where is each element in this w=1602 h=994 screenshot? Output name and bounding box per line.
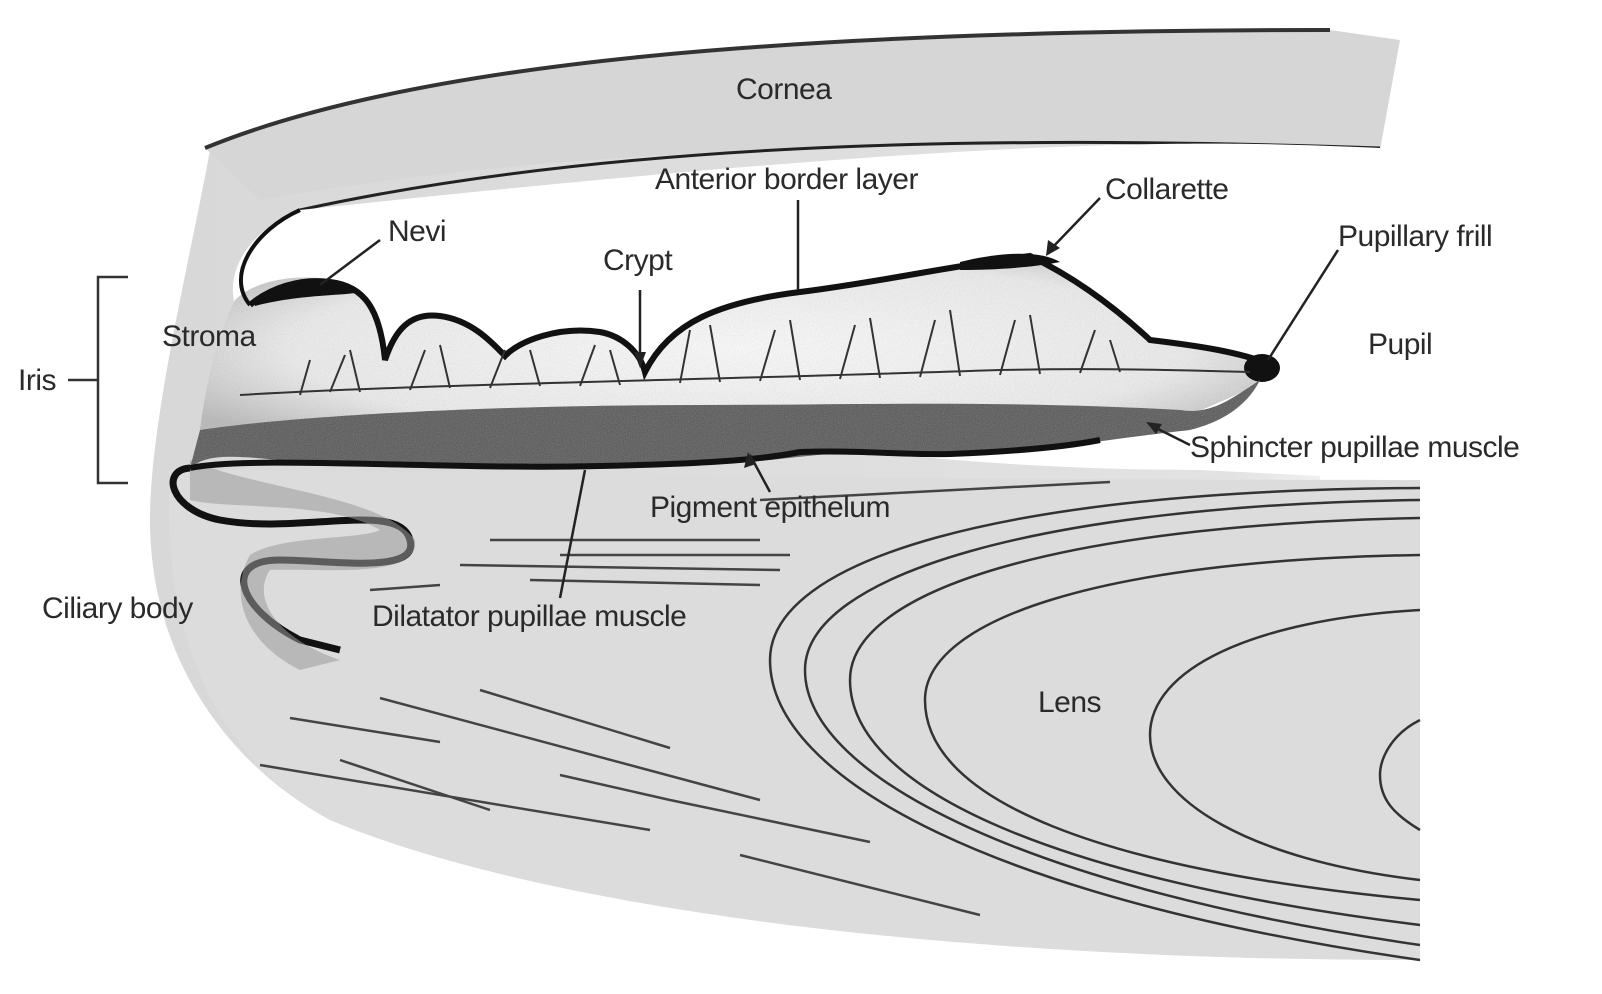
label-pigment-epithelium: Pigment epithelum bbox=[650, 493, 890, 523]
label-pupil: Pupil bbox=[1368, 330, 1432, 360]
label-crypt: Crypt bbox=[603, 246, 672, 276]
label-pupillary-frill: Pupillary frill bbox=[1338, 222, 1492, 252]
label-cornea: Cornea bbox=[736, 75, 831, 105]
label-anterior-border-layer: Anterior border layer bbox=[655, 165, 918, 195]
label-collarette: Collarette bbox=[1105, 175, 1228, 205]
label-iris: Iris bbox=[18, 366, 56, 396]
label-dilatator-pupillae-muscle: Dilatator pupillae muscle bbox=[372, 602, 686, 632]
label-sphincter-pupillae-muscle: Sphincter pupillae muscle bbox=[1190, 433, 1519, 463]
iris-bracket bbox=[68, 277, 128, 483]
label-lens: Lens bbox=[1038, 688, 1101, 718]
pupillary-frill-mark bbox=[1244, 354, 1280, 382]
label-ciliary-body: Ciliary body bbox=[42, 594, 193, 624]
label-stroma: Stroma bbox=[162, 322, 256, 352]
label-nevi: Nevi bbox=[388, 217, 446, 247]
